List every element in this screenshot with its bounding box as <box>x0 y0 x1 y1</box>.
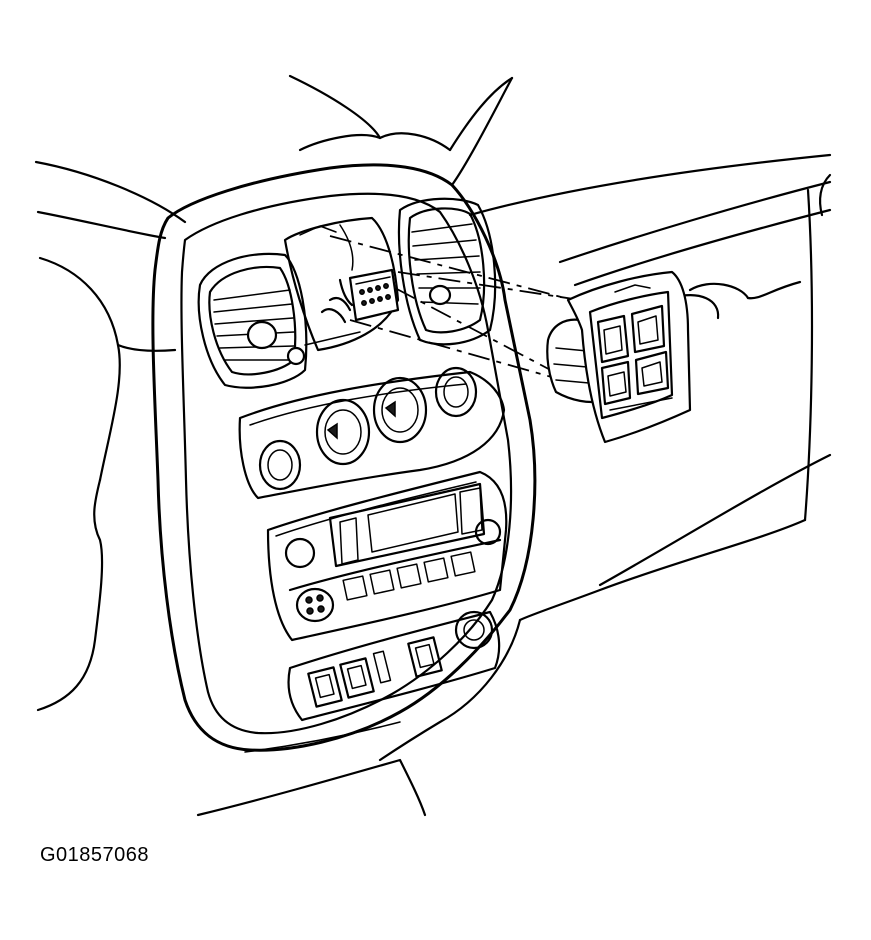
figure-code: G01857068 <box>40 844 150 866</box>
radio-unit <box>266 470 508 642</box>
alignment-lines <box>329 235 581 379</box>
window-switch-module <box>546 270 692 444</box>
hvac-control-panel <box>238 366 506 500</box>
lower-switch-bank <box>287 610 501 722</box>
wiring-harness-connector <box>320 268 400 324</box>
switch-cavity <box>283 216 400 352</box>
left-air-vent <box>197 252 308 389</box>
dashboard-background <box>34 74 832 817</box>
center-stack-bezel <box>151 163 537 752</box>
